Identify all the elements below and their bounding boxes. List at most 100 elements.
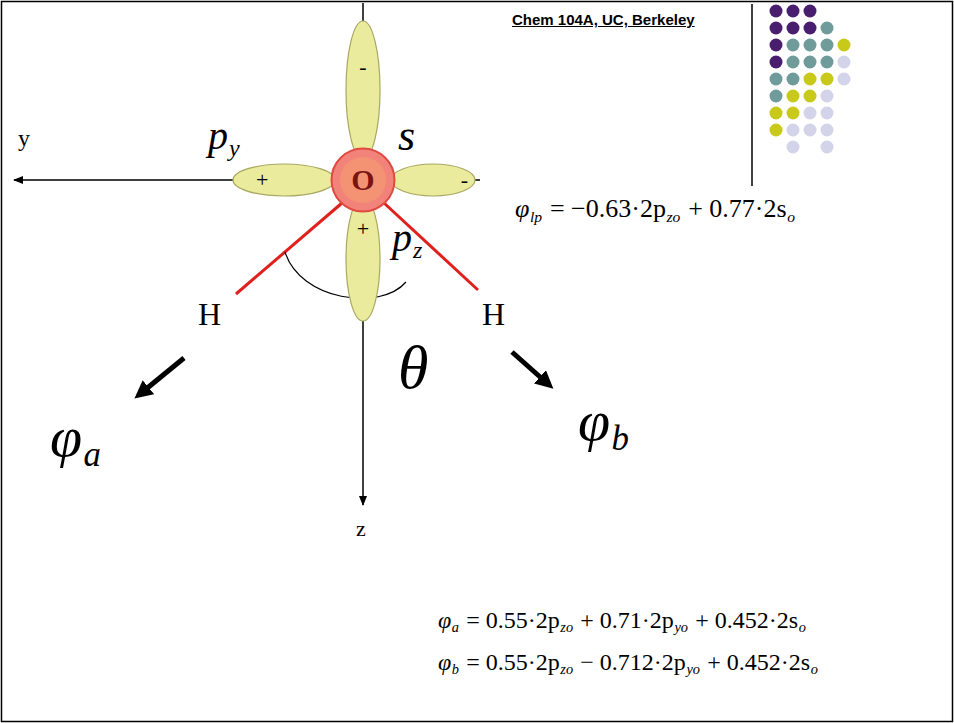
orbital-label-text: p (392, 218, 412, 258)
logo-dot (787, 90, 800, 103)
subscript: a (83, 438, 100, 473)
equation-text: + 0.71·2p (580, 608, 674, 632)
logo-dot (804, 39, 817, 52)
py-lobe: - (390, 163, 476, 197)
equation-text: − 0.712·2p (580, 650, 686, 674)
orbital-name: φa (50, 408, 101, 466)
pz-lobe-outline (345, 20, 381, 160)
logo-dot (821, 141, 834, 154)
oxygen-s-orbital: O (330, 147, 396, 213)
logo-dot (770, 107, 783, 120)
equation-text: = 0.55·2p (466, 650, 560, 674)
orbital-arrow (140, 358, 184, 394)
logo-dot (821, 39, 834, 52)
lobe-shape (391, 164, 475, 196)
logo-dot (770, 73, 783, 86)
subscript: z (413, 238, 422, 262)
logo-dot (770, 124, 783, 137)
subscript: o (799, 620, 806, 634)
orbital-label-text: p (208, 116, 228, 156)
s-orbital-circle (332, 149, 395, 212)
orbital-sign: + (256, 169, 268, 191)
axis-label-text: y (18, 126, 30, 150)
pz-lobe: + (345, 196, 381, 322)
pz-lobe: - (345, 20, 381, 160)
orbital-name-text: φ (578, 392, 610, 450)
py-lobe: + (232, 163, 336, 197)
logo-dot (804, 107, 817, 120)
logo-dot (821, 90, 834, 103)
logo-dot (787, 141, 800, 154)
equation-text: + 0.452·2s (707, 650, 810, 674)
subscript: y (229, 136, 240, 160)
axis-label: y (18, 126, 30, 150)
logo-dot (787, 73, 800, 86)
logo-dot (770, 90, 783, 103)
equation-text: = −0.63·2p (550, 196, 666, 222)
logo-dot (804, 90, 817, 103)
atom-label: H (482, 298, 505, 330)
logo-dot (804, 5, 817, 18)
subscript: zo (667, 209, 681, 225)
course-header-text: Chem 104A, UC, Berkeley (512, 12, 695, 27)
orbital-label: s (398, 114, 415, 158)
equation-text: + 0.452·2s (695, 608, 798, 632)
s-orbital-core (340, 157, 386, 203)
subscript: b (611, 422, 628, 457)
orbital-name: φb (578, 392, 629, 450)
oh-bond (384, 203, 478, 290)
lobe-shape (346, 21, 380, 159)
atom-label-text: H (482, 298, 505, 330)
py-lobe-outline (232, 163, 336, 197)
lobe-shape (233, 164, 335, 196)
orbital-label: pz (392, 218, 422, 258)
logo-dot (770, 5, 783, 18)
logo-dot (787, 107, 800, 120)
angle-label: θ (398, 336, 428, 398)
course-header: Chem 104A, UC, Berkeley (512, 12, 695, 27)
logo-dot (821, 56, 834, 69)
logo-dots (770, 5, 851, 154)
atom-label-text: H (198, 298, 221, 330)
logo-dot (804, 73, 817, 86)
equation-text: + 0.77·2s (688, 196, 786, 222)
logo-dot (787, 56, 800, 69)
logo-dot (804, 56, 817, 69)
axis-label-text: z (356, 518, 366, 540)
logo-dot (787, 22, 800, 35)
subscript: yo (674, 620, 688, 634)
subscript: o (787, 209, 795, 225)
subscript: b (452, 662, 459, 676)
orbital-sign: - (359, 56, 366, 78)
logo-dot (804, 22, 817, 35)
logo-dot (838, 73, 851, 86)
subscript: zo (560, 662, 573, 676)
logo-dot (770, 39, 783, 52)
oh-bond (236, 203, 342, 294)
logo-dot (838, 39, 851, 52)
logo-dot (821, 124, 834, 137)
orbital-sign: O (351, 165, 374, 195)
logo-dot (770, 56, 783, 69)
equation-text: = 0.55·2p (466, 608, 560, 632)
subscript: yo (686, 662, 700, 676)
logo-dot (787, 5, 800, 18)
header-rule (751, 4, 753, 186)
subscript: o (811, 662, 818, 676)
logo-dot (804, 124, 817, 137)
orbital-name-text: φ (50, 408, 82, 466)
subscript: a (452, 620, 459, 634)
axis-label: z (356, 518, 366, 540)
logo-dot (787, 39, 800, 52)
orbital-sign: + (357, 218, 369, 240)
equation-text: φ (438, 608, 451, 632)
logo-dot (821, 107, 834, 120)
orbital-label-text: s (398, 114, 415, 158)
equation: φa= 0.55·2pzo+ 0.71·2pyo+ 0.452·2so (438, 608, 806, 632)
logo-dot (770, 22, 783, 35)
atom-label: H (198, 298, 221, 330)
equation: φlp= −0.63·2pzo+ 0.77·2so (515, 196, 795, 222)
logo-dot (787, 124, 800, 137)
equation: φb= 0.55·2pzo− 0.712·2pyo+ 0.452·2so (438, 650, 818, 674)
